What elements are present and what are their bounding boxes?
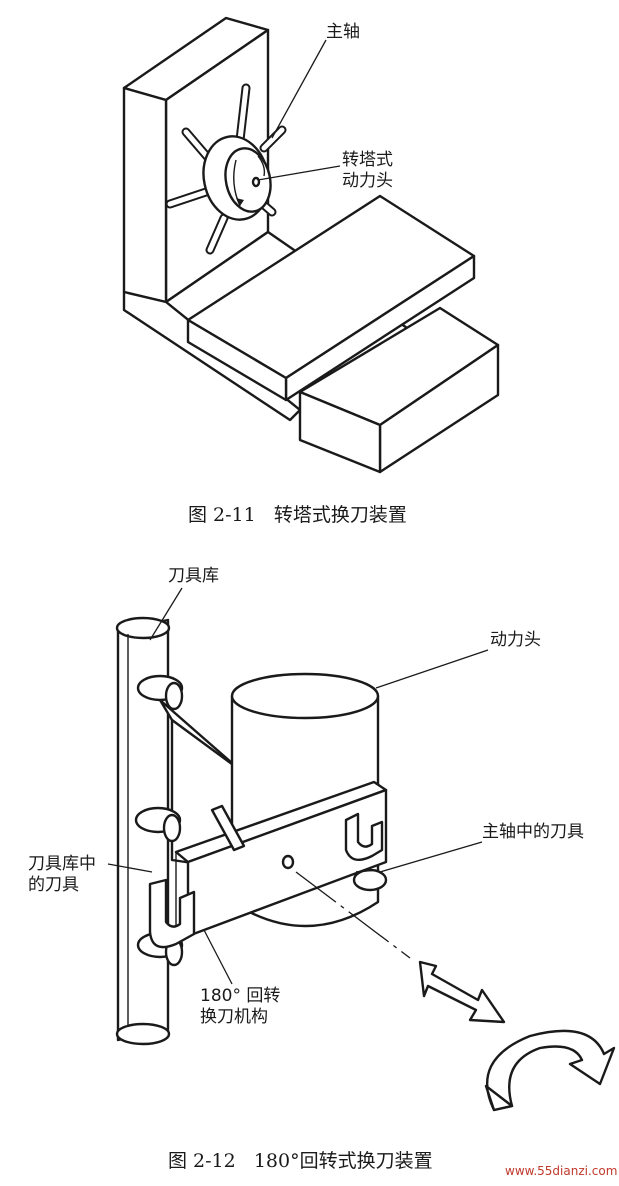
arm-slot-left — [148, 878, 196, 949]
leader-rotary — [203, 929, 233, 985]
leader-spindle-tool — [379, 841, 483, 873]
lower-slide-side — [298, 390, 382, 474]
label-spindle-tool: 主轴中的刀具 — [482, 822, 584, 842]
label-power-head: 动力头 — [490, 630, 541, 650]
leader-turret-head — [257, 165, 341, 181]
magazine-tool-1-end — [164, 681, 184, 711]
label-turret-head: 转塔式 动力头 — [342, 150, 393, 191]
caption-figure-2-12: 图 2-12 180°回转式换刀装置 — [168, 1150, 433, 1172]
rotary-changer-drawing — [107, 587, 616, 1112]
magazine-bar-bottom — [115, 1022, 171, 1046]
arm-center-hole — [281, 854, 295, 870]
leader-magazine-tool — [107, 863, 153, 873]
rotate-arrow — [485, 1029, 616, 1112]
watermark: www.55dianzi.com — [505, 1164, 618, 1178]
label-spindle: 主轴 — [326, 22, 360, 42]
caption-figure-2-11: 图 2-11 转塔式换刀装置 — [188, 504, 407, 526]
magazine-bar-top — [115, 616, 171, 640]
label-magazine-tool: 刀具库中 的刀具 — [28, 854, 96, 895]
column-side-face — [122, 86, 168, 304]
arm-shaft — [210, 804, 246, 852]
turret-machine-drawing — [122, 16, 500, 474]
spindle-tool — [352, 868, 388, 892]
leader-magazine — [149, 587, 183, 641]
arm-slot-right — [344, 812, 384, 862]
label-tool-magazine: 刀具库 — [168, 566, 219, 586]
translate-arrow — [418, 960, 506, 1024]
label-rotary-mechanism: 180° 回转 换刀机构 — [200, 986, 281, 1027]
leader-spindle — [271, 39, 327, 139]
magazine-tool-2-end — [162, 813, 182, 843]
upper-table-side — [186, 318, 288, 402]
leader-power-head — [375, 649, 489, 689]
spindle-hole — [251, 176, 261, 188]
power-head-top — [230, 672, 380, 720]
